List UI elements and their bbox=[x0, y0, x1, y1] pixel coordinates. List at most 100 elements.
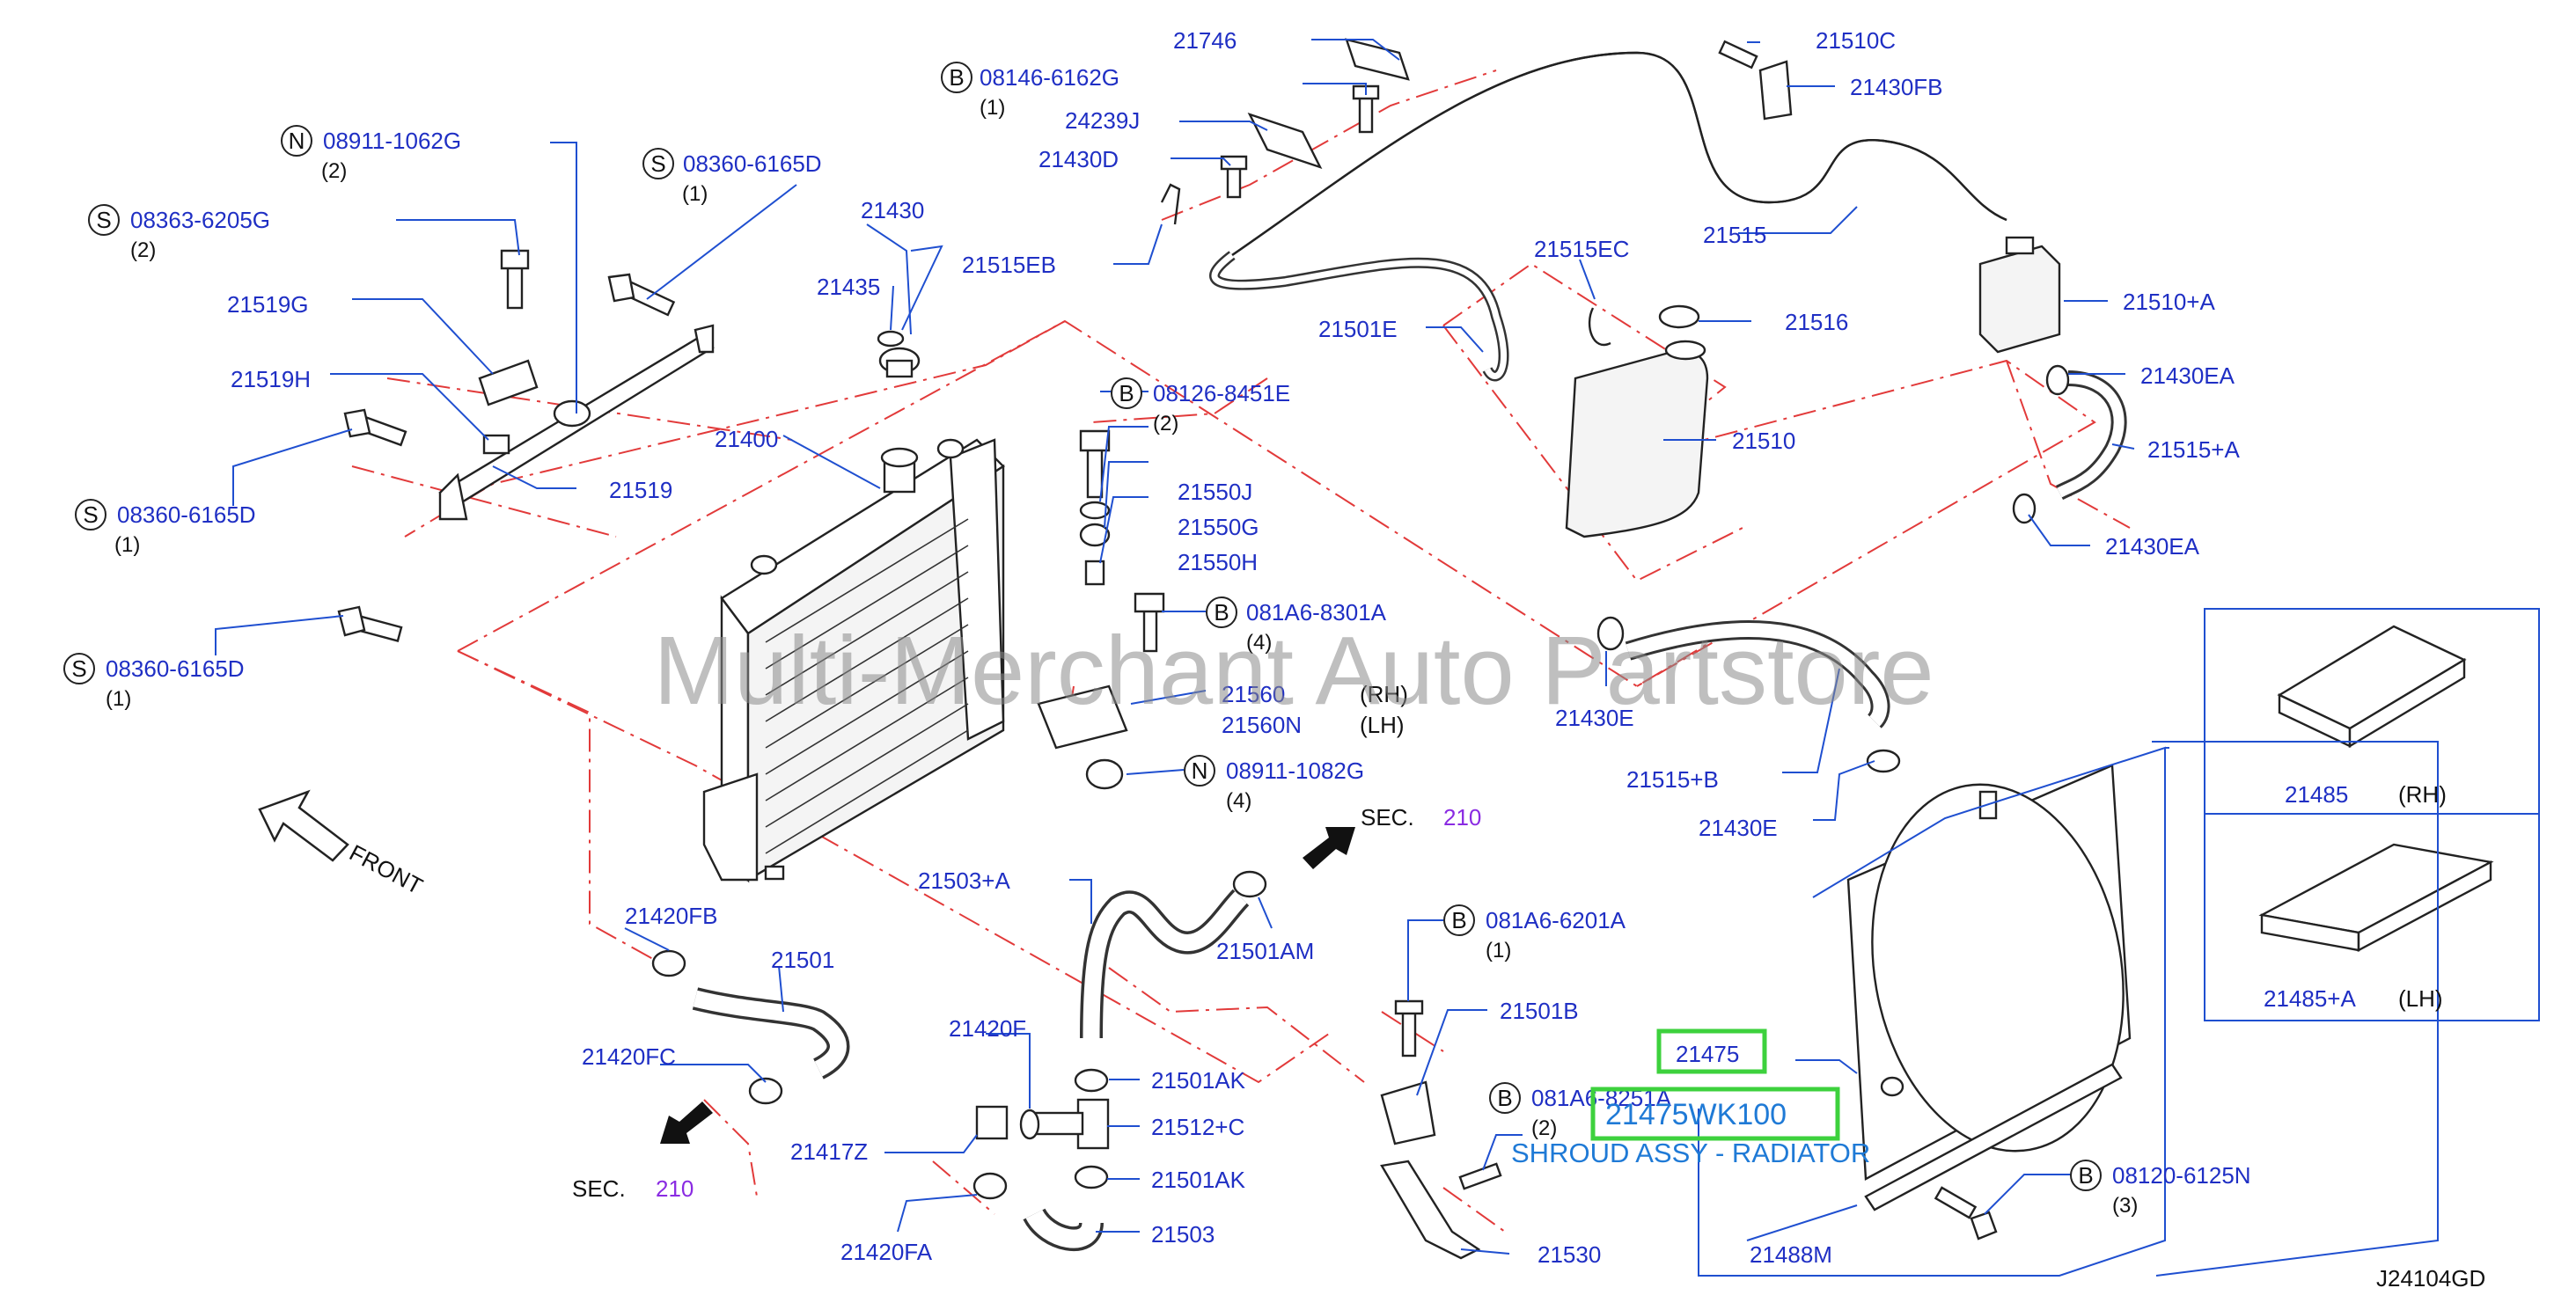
callout-qty: (1) bbox=[114, 533, 140, 557]
part-label-21488m[interactable]: 21488M bbox=[1750, 1241, 1832, 1268]
callout-qty: (2) bbox=[1153, 412, 1178, 435]
seal-21488m-icon bbox=[1864, 1063, 2123, 1211]
sec-number[interactable]: 210 bbox=[656, 1175, 694, 1202]
highlight-21475wk100[interactable]: 21475WK100 SHROUD ASSY - RADIATOR bbox=[1511, 1087, 1870, 1168]
sec-number[interactable]: 210 bbox=[1443, 804, 1481, 831]
part-labels: 21746 24239J 21430D 21515EB 21430 21435 … bbox=[227, 27, 2447, 1268]
bolt-081a6-8251a-icon bbox=[1458, 1162, 1502, 1190]
part-label-24239j[interactable]: 24239J bbox=[1065, 107, 1140, 134]
callout-b-081a6-8301a[interactable]: B 081A6-8301A (4) bbox=[1206, 596, 1387, 655]
callout-prefix: N bbox=[1192, 757, 1208, 784]
note-rh-21560: (RH) bbox=[1360, 681, 1408, 707]
highlight-21475[interactable]: 21475 bbox=[1656, 1028, 1767, 1074]
hose-21515-icon bbox=[1231, 51, 2007, 256]
callout-s-08360-6165d-bottom[interactable]: S 08360-6165D (1) bbox=[63, 653, 245, 711]
part-label-21430e-upper[interactable]: 21430E bbox=[1555, 705, 1634, 731]
reservoir-tank-21510-icon bbox=[1565, 340, 1709, 538]
callout-b-08126-8451e[interactable]: B 08126-8451E (2) bbox=[1111, 377, 1290, 435]
part-label-21501am[interactable]: 21501AM bbox=[1216, 938, 1314, 964]
part-label-21435[interactable]: 21435 bbox=[817, 274, 880, 300]
part-label-21430fb[interactable]: 21430FB bbox=[1850, 74, 1943, 100]
part-label-21430d[interactable]: 21430D bbox=[1038, 146, 1119, 172]
sleeve-21417z-icon bbox=[975, 1105, 1009, 1140]
part-label-21515eb[interactable]: 21515EB bbox=[962, 252, 1056, 278]
part-label-21501ak-upper[interactable]: 21501AK bbox=[1151, 1067, 1246, 1094]
part-label-21420fa[interactable]: 21420FA bbox=[840, 1239, 933, 1265]
callout-s-08360-6165d-middle[interactable]: S 08360-6165D (1) bbox=[75, 499, 256, 557]
callout-qty: (1) bbox=[1486, 939, 1511, 962]
part-label-21420f[interactable]: 21420F bbox=[949, 1015, 1026, 1042]
callout-b-08120-6125n[interactable]: B 08120-6125N (3) bbox=[2070, 1160, 2251, 1218]
bracket-24239j-icon bbox=[1247, 112, 1323, 170]
radiator-21400-icon bbox=[702, 438, 1005, 883]
cap-21516-icon bbox=[1658, 304, 1700, 329]
part-label-21530[interactable]: 21530 bbox=[1538, 1241, 1601, 1268]
callout-number: 08911-1062G bbox=[323, 128, 461, 154]
part-label-21515ec[interactable]: 21515EC bbox=[1534, 236, 1629, 262]
part-label-21430e-lower[interactable]: 21430E bbox=[1699, 815, 1778, 841]
part-label-21560n[interactable]: 21560N bbox=[1222, 712, 1302, 738]
seal-21485-rh-icon bbox=[2277, 625, 2467, 749]
diagram-code: J24104GD bbox=[2376, 1265, 2485, 1292]
callout-b-081a6-6201a[interactable]: B 081A6-6201A (1) bbox=[1443, 904, 1626, 962]
bolt-081a6-8301a-icon bbox=[1134, 592, 1165, 653]
watermark: Multi-Merchant Auto Partstore bbox=[653, 617, 1934, 725]
highlight-part-number[interactable]: 21475WK100 bbox=[1605, 1098, 1787, 1131]
part-label-21420fb[interactable]: 21420FB bbox=[625, 903, 718, 929]
callout-n-08911-1062g[interactable]: N 08911-1062G (2) bbox=[281, 125, 461, 183]
part-label-21430ea-upper[interactable]: 21430EA bbox=[2140, 362, 2235, 389]
part-label-21510c[interactable]: 21510C bbox=[1816, 27, 1896, 54]
part-label-21550g[interactable]: 21550G bbox=[1178, 514, 1259, 540]
collar-21519h-icon bbox=[482, 434, 510, 455]
part-label-21430[interactable]: 21430 bbox=[861, 197, 924, 223]
part-label-21400[interactable]: 21400 bbox=[715, 426, 778, 452]
part-label-21475[interactable]: 21475 bbox=[1676, 1041, 1739, 1067]
nut-08911-1082g-icon bbox=[1085, 758, 1124, 790]
part-label-21510[interactable]: 21510 bbox=[1732, 428, 1795, 454]
callout-prefix: B bbox=[1497, 1085, 1512, 1111]
callout-number: 08911-1082G bbox=[1226, 757, 1364, 784]
part-label-21515[interactable]: 21515 bbox=[1703, 222, 1766, 248]
part-label-21501[interactable]: 21501 bbox=[771, 947, 834, 973]
part-label-21519g[interactable]: 21519G bbox=[227, 291, 309, 318]
part-label-21420fc[interactable]: 21420FC bbox=[582, 1043, 676, 1070]
callout-number: 08120-6125N bbox=[2112, 1162, 2251, 1189]
callout-n-08911-1082g[interactable]: N 08911-1082G (4) bbox=[1184, 755, 1364, 813]
bolt-08360-left-upper-icon bbox=[343, 408, 407, 447]
callout-prefix: S bbox=[71, 655, 86, 682]
part-label-21510a[interactable]: 21510+A bbox=[2123, 289, 2215, 315]
part-label-21417z[interactable]: 21417Z bbox=[790, 1138, 868, 1165]
part-label-21512c[interactable]: 21512+C bbox=[1151, 1114, 1244, 1140]
callout-qty: (4) bbox=[1246, 631, 1272, 655]
seal-21485a-lh-icon bbox=[2258, 843, 2494, 952]
clamp-21420fc-icon bbox=[748, 1077, 783, 1105]
sec-ref-upper[interactable]: SEC. 210 bbox=[1361, 804, 1481, 831]
part-label-21746[interactable]: 21746 bbox=[1173, 27, 1237, 54]
callout-qty: (2) bbox=[130, 238, 156, 262]
part-label-21503a[interactable]: 21503+A bbox=[918, 867, 1010, 894]
callout-s-08363-6205g[interactable]: S 08363-6205G (2) bbox=[88, 204, 270, 262]
part-label-21550h[interactable]: 21550H bbox=[1178, 549, 1258, 575]
part-label-21501ak-lower[interactable]: 21501AK bbox=[1151, 1167, 1246, 1193]
part-label-21501b[interactable]: 21501B bbox=[1500, 998, 1579, 1024]
part-label-21519h[interactable]: 21519H bbox=[231, 366, 311, 392]
part-label-21485[interactable]: 21485 bbox=[2285, 781, 2348, 808]
callout-qty: (1) bbox=[682, 182, 708, 206]
part-label-21430ea-lower[interactable]: 21430EA bbox=[2105, 533, 2200, 560]
sec-ref-lower[interactable]: SEC. 210 bbox=[572, 1175, 694, 1202]
clamp-21515ec-icon bbox=[1588, 307, 1611, 347]
part-label-21515b[interactable]: 21515+B bbox=[1626, 766, 1719, 793]
part-label-21485a[interactable]: 21485+A bbox=[2264, 985, 2356, 1012]
callout-prefix: S bbox=[96, 207, 111, 233]
part-label-21501e[interactable]: 21501E bbox=[1318, 316, 1398, 342]
callout-prefix: S bbox=[83, 501, 98, 528]
part-label-21503[interactable]: 21503 bbox=[1151, 1221, 1215, 1248]
part-label-21515a[interactable]: 21515+A bbox=[2147, 436, 2240, 463]
part-label-21550j[interactable]: 21550J bbox=[1178, 479, 1252, 505]
part-label-21519[interactable]: 21519 bbox=[609, 477, 672, 503]
part-label-21516[interactable]: 21516 bbox=[1785, 309, 1848, 335]
callout-s-08360-6165d-top[interactable]: S 08360-6165D (1) bbox=[642, 148, 822, 206]
callout-b-08146-6162g[interactable]: B 08146-6162G (1) bbox=[941, 62, 1119, 120]
part-label-21560[interactable]: 21560 bbox=[1222, 681, 1285, 707]
